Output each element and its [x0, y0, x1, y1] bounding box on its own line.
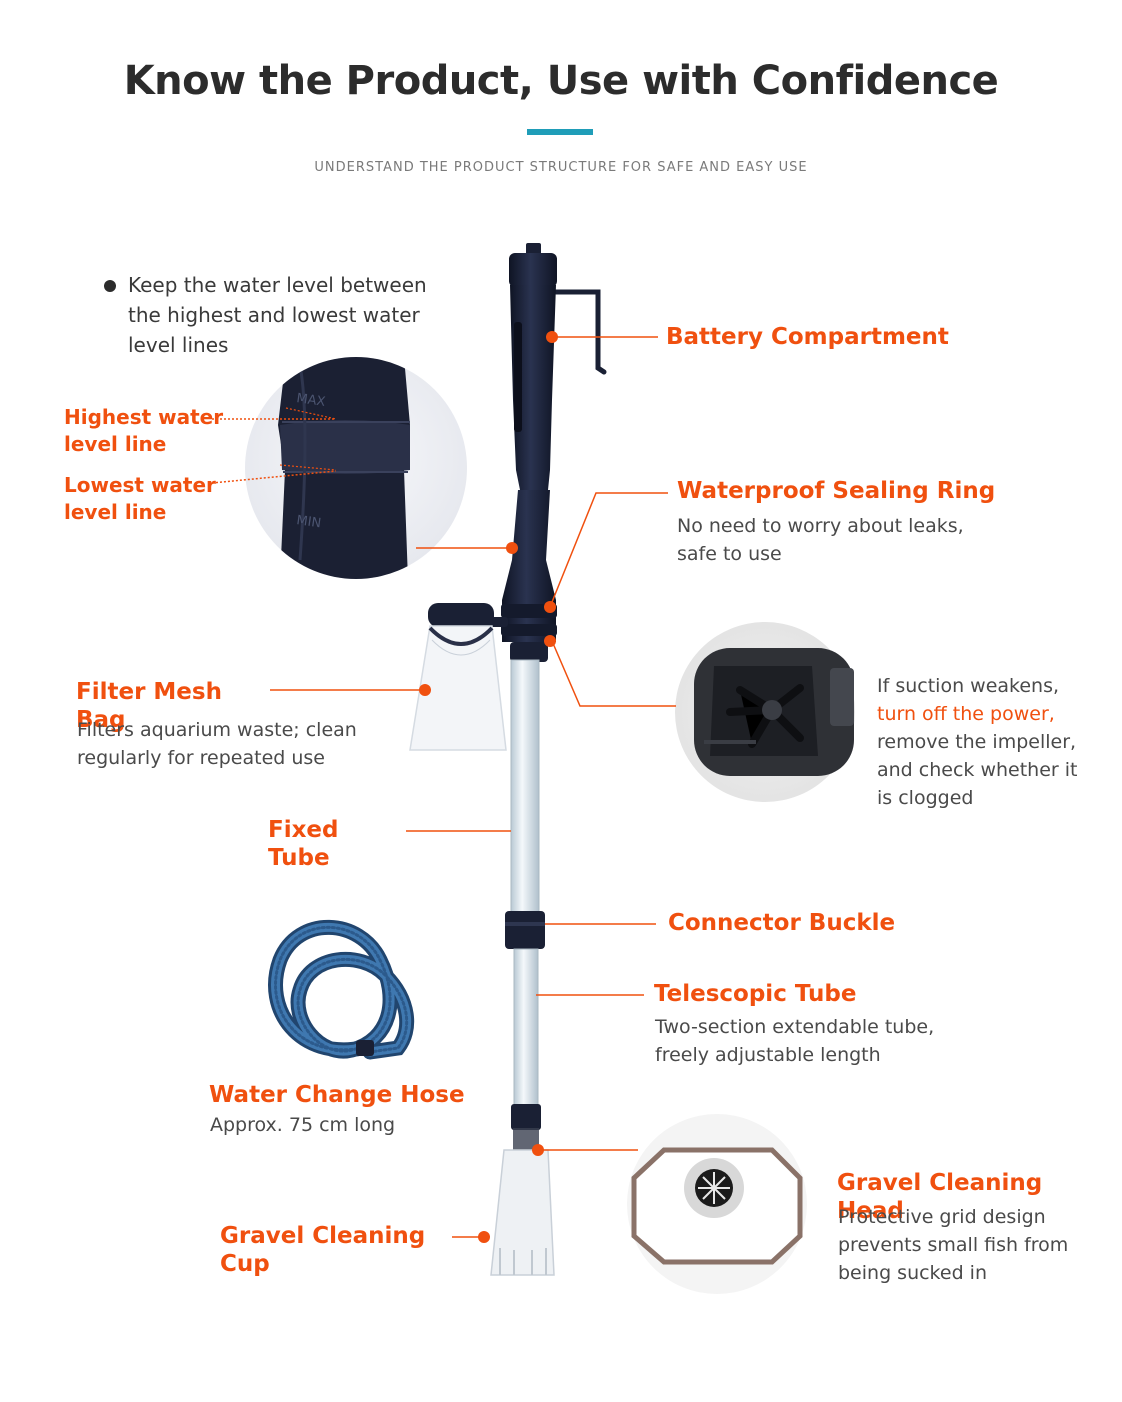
sealing-ring-desc: No need to worry about leaks, safe to us…: [677, 515, 964, 565]
sealing-ring-label: Waterproof Sealing Ring: [677, 478, 996, 504]
filter-mesh-bag-desc: Filters aquarium waste; clean regularly …: [77, 719, 357, 769]
impeller-desc: If suction weakens, turn off the power, …: [877, 672, 1097, 812]
gravel-cleaning-cup-label: Gravel Cleaning Cup: [220, 1223, 426, 1277]
impeller-desc-part2: remove the impeller, and check whether i…: [877, 731, 1078, 809]
min-mark: MIN: [295, 513, 322, 531]
telescopic-tube-desc: Two-section extendable tube, freely adju…: [655, 1016, 935, 1066]
gravel-cleaning-head-label: Gravel Cleaning Head: [837, 1170, 1043, 1224]
fixed-tube-label: Fixed Tube: [268, 817, 339, 871]
max-mark: MAX: [295, 391, 326, 410]
water-level-note: Keep the water level between the highest…: [104, 270, 444, 360]
siphon-device: [409, 243, 607, 1276]
title-accent-bar: [527, 129, 593, 135]
impeller-desc-highlight: turn off the power,: [877, 703, 1055, 725]
telescopic-tube-label: Telescopic Tube: [654, 981, 857, 1007]
impeller-zoom: [675, 622, 855, 802]
water-change-hose-label: Water Change Hose: [209, 1082, 465, 1108]
water-change-hose-desc: Approx. 75 cm long: [210, 1114, 396, 1136]
page-subtitle: UNDERSTAND THE PRODUCT STRUCTURE FOR SAF…: [314, 160, 808, 175]
impeller-desc-part1: If suction weakens,: [877, 675, 1060, 697]
highest-water-label: Highest water level line: [64, 405, 224, 456]
page-title: Know the Product, Use with Confidence: [123, 58, 999, 104]
callout-dots: [419, 331, 558, 1243]
water-level-note-text: Keep the water level between the highest…: [128, 273, 427, 357]
bullet-dot: [104, 280, 116, 292]
battery-compartment-label: Battery Compartment: [666, 324, 949, 350]
lowest-water-label: Lowest water level line: [64, 473, 216, 524]
leader-lines: [270, 336, 676, 1238]
gravel-head-zoom: [627, 1114, 807, 1294]
water-level-zoom: MAX MIN: [245, 357, 467, 579]
connector-buckle-label: Connector Buckle: [668, 910, 896, 936]
filter-mesh-bag-label: Filter Mesh Bag: [76, 679, 222, 733]
water-change-hose: [268, 919, 415, 1060]
gravel-cleaning-head-desc: Protective grid design prevents small fi…: [838, 1206, 1069, 1284]
